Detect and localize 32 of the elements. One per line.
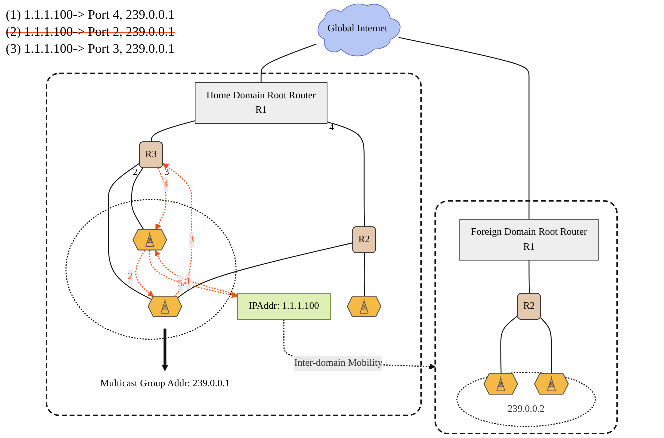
cluster [434,200,618,434]
node-box: Foreign Domain Root Router R1 [460,219,599,261]
arrow [162,328,168,372]
edge-label: 5 [178,278,183,290]
edge-label: 4 [164,179,169,190]
connector [108,162,153,300]
edge-label: 3 [189,234,194,246]
connector [326,122,366,228]
node-box: IPAddr: 1.1.1.100 [237,293,331,320]
edge-label: 1 [186,276,192,288]
node-box: Home Domain Root Router R1 [195,82,328,124]
port-number: 3 [164,167,170,178]
cluster [46,72,422,416]
port-number: 4 [329,122,334,133]
connector [260,44,318,84]
connector [364,252,366,298]
connector [177,242,354,298]
connector [151,120,196,143]
edge-label: Inter-domain Mobility [294,358,383,370]
arrow [156,168,167,230]
connector [131,168,145,231]
port-number: 2 [133,167,138,178]
edge-label: 2 [128,272,133,282]
node-text: Multicast Group Addr: 239.0.0.1 [100,378,230,390]
arrow [135,250,154,298]
routing-entry: (3) 1.1.1.100-> Port 3, 239.0.0.1 [6,40,175,57]
routing-entry: (1) 1.1.1.100-> Port 4, 239.0.0.1 [6,6,175,23]
connector [540,317,552,375]
connector [500,315,519,375]
connector [528,260,530,294]
arrow [162,163,192,298]
connector [398,37,530,220]
